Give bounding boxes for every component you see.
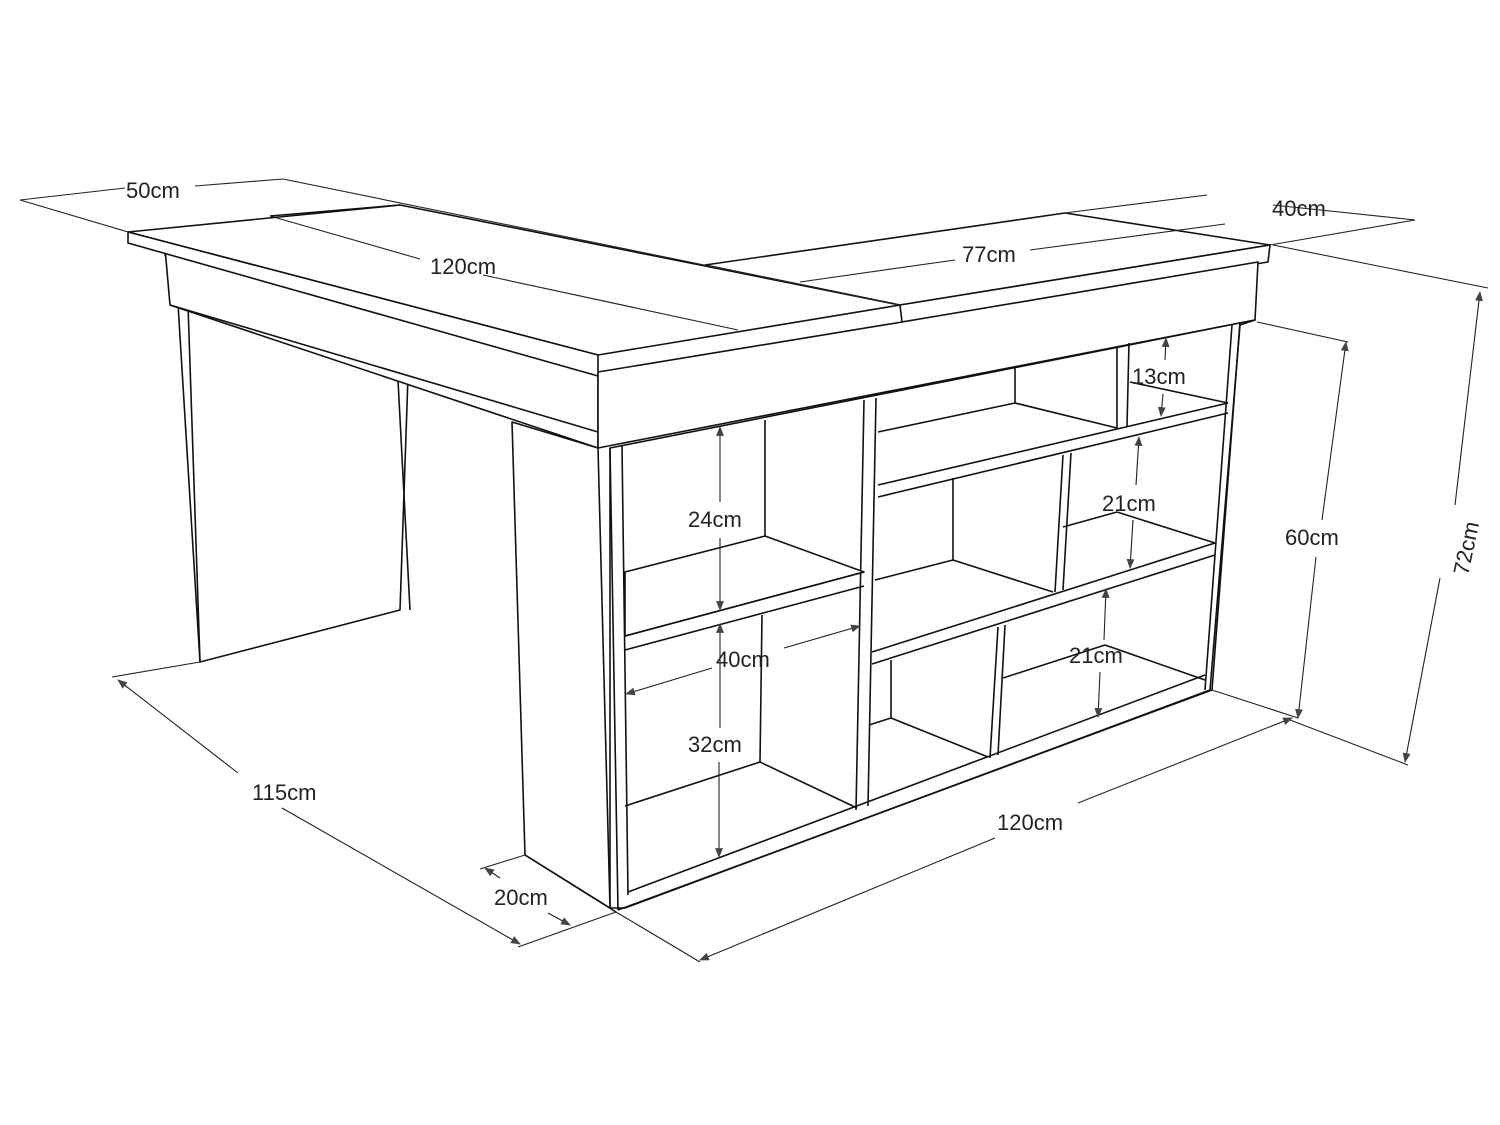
label-overall-depth: 115cm: [252, 780, 316, 805]
label-left-cubby-width: 40cm: [716, 647, 770, 672]
right-desk-wing: [597, 212, 1271, 449]
dimension-lines: [19, 178, 1489, 963]
label-top-right-depth: 40cm: [1272, 196, 1326, 221]
label-left-upper-cubby-height: 24cm: [688, 507, 742, 532]
label-lower-cubby-height: 21cm: [1069, 643, 1123, 668]
label-top-left-depth: 50cm: [126, 178, 180, 203]
right-desktop-edge: [899, 244, 1271, 323]
label-shelf-unit-height: 60cm: [1285, 525, 1339, 550]
label-left-lower-cubby-height: 32cm: [688, 732, 742, 757]
dimension-labels: 50cm 120cm 77cm 40cm 72cm 60cm 13cm 21cm…: [126, 178, 1484, 910]
back-support-panel: [511, 421, 611, 909]
label-top-left-length: 120cm: [430, 254, 496, 279]
label-middle-cubby-height: 21cm: [1102, 491, 1156, 516]
label-total-height: 72cm: [1448, 519, 1484, 577]
label-shelf-unit-length: 120cm: [997, 810, 1063, 835]
label-top-cubby-height: 13cm: [1132, 364, 1186, 389]
label-top-right-length: 77cm: [962, 242, 1016, 267]
label-panel-depth: 20cm: [494, 885, 548, 910]
shelf-unit: [511, 319, 1256, 913]
right-apron: [597, 261, 1259, 449]
left-desk-wing: [127, 204, 901, 663]
